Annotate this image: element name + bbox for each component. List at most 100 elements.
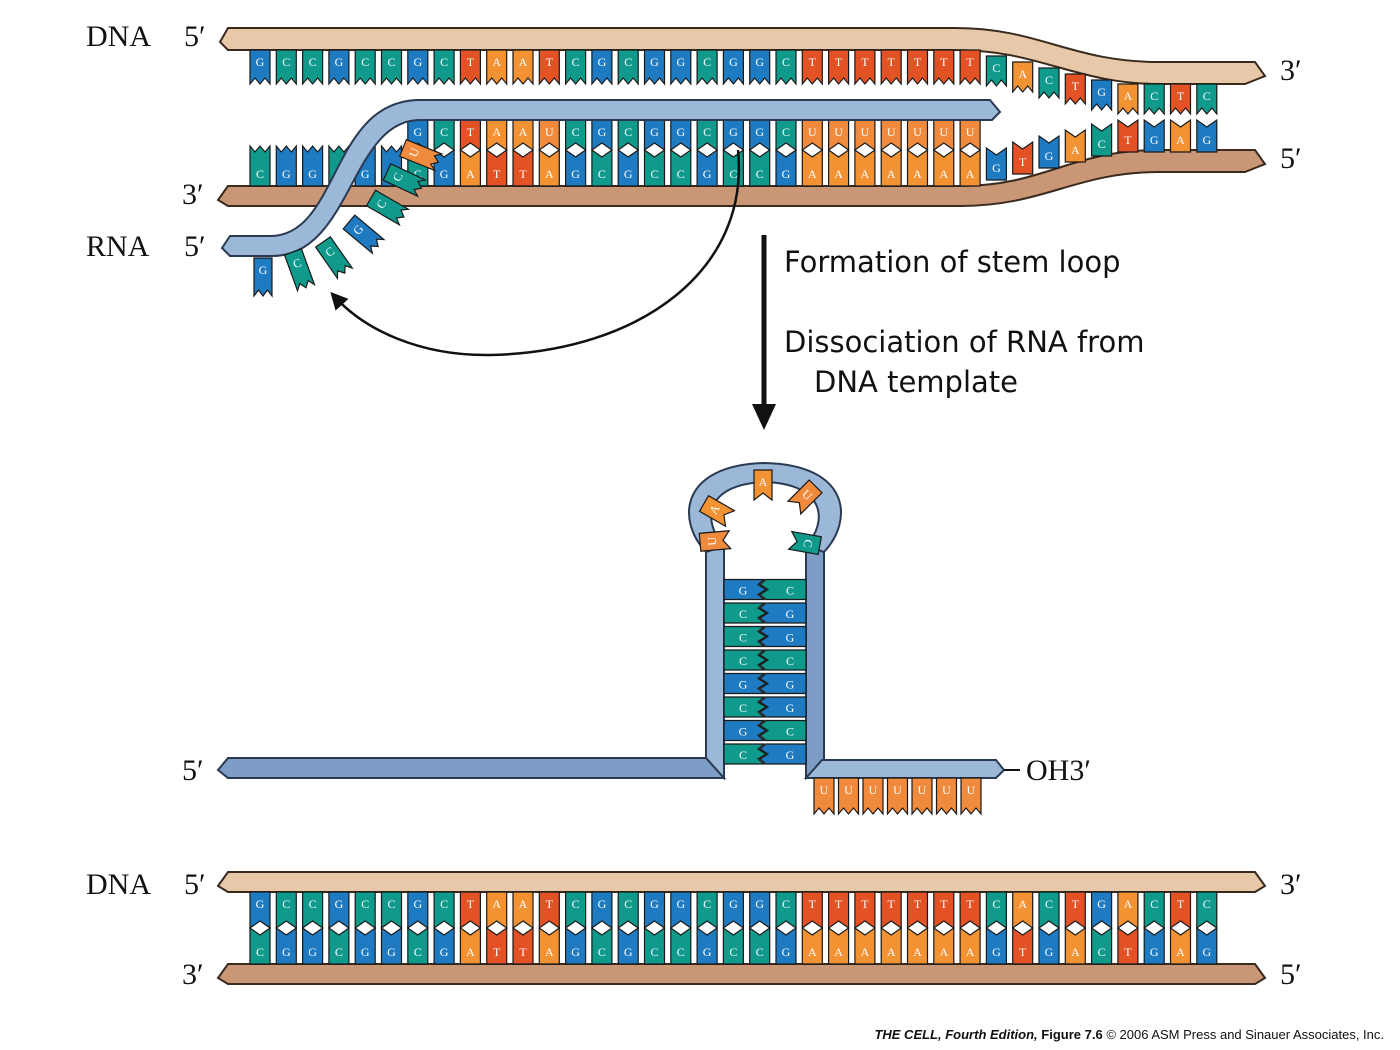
restored-top-base: C (696, 891, 718, 930)
base-letter: A (492, 125, 501, 139)
base-letter: T (835, 55, 843, 69)
base-letter: G (413, 897, 422, 911)
base-letter: C (992, 897, 1000, 911)
dna-bottom-base: C (749, 148, 771, 187)
base-letter: C (440, 897, 448, 911)
label-dna-top-3prime: 3′ (1280, 54, 1302, 87)
restored-top-base: C (775, 891, 797, 930)
base-letter: U (808, 125, 817, 139)
base-letter: C (782, 125, 790, 139)
base-letter: U (942, 783, 951, 797)
base-letter: T (914, 897, 922, 911)
base-letter: G (413, 55, 422, 69)
base-letter: C (256, 167, 264, 181)
base-letter: G (676, 125, 685, 139)
restored-top-base: T (828, 891, 850, 930)
dna-template-top-strand (218, 27, 1267, 85)
restored-top-base: C (433, 891, 455, 930)
base-letter: G (1045, 149, 1054, 163)
hairpin-loop-base: A (698, 494, 736, 528)
restored-top-base: C (380, 891, 403, 930)
dna-top-base: C (775, 49, 797, 86)
step-dissociation-line2: DNA template (814, 365, 1018, 399)
dna-top-base: C (302, 49, 324, 86)
base-letter: G (650, 55, 659, 69)
restored-bottom-base: G (985, 926, 1007, 965)
rna-displaced-base: C (382, 163, 428, 198)
restored-top-base: C (354, 891, 376, 930)
base-letter: G (571, 945, 580, 959)
base-letter: G (624, 945, 633, 959)
rna-transcript-strand (220, 99, 1002, 257)
base-letter: A (759, 475, 768, 489)
restored-bottom-base: T (486, 926, 508, 965)
dna-bottom-base: T (1012, 140, 1034, 175)
label-dna-top-5prime: 5′ (184, 20, 206, 53)
restored-top-base: A (512, 891, 534, 930)
rna-hybrid-base: G (749, 119, 771, 152)
base-letter: C (282, 55, 290, 69)
restored-top-base: T (959, 891, 981, 930)
restored-bottom-base: A (828, 926, 850, 965)
base-letter: C (739, 631, 747, 645)
base-letter: T (1072, 897, 1080, 911)
rna-hybrid-base: U (959, 119, 981, 152)
dna-bottom-base: G (617, 148, 639, 187)
dna-top-base: A (1012, 61, 1034, 94)
base-letter: T (888, 55, 896, 69)
restored-top-base: T (906, 891, 929, 930)
base-letter: G (729, 125, 738, 139)
restored-bottom-base: A (459, 926, 481, 965)
base-letter: C (414, 945, 422, 959)
dna-bottom-base: A (459, 148, 481, 187)
base-letter: C (703, 897, 711, 911)
base-letter: G (755, 897, 764, 911)
restored-dna-bottom-strand (216, 963, 1267, 985)
dna-bottom-base: A (828, 148, 850, 187)
restored-top-base: T (801, 891, 823, 930)
base-letter: G (992, 161, 1001, 175)
base-letter: G (335, 897, 344, 911)
base-letter: C (335, 945, 343, 959)
rna-hybrid-base: C (696, 119, 718, 152)
restored-bottom-base: A (1169, 926, 1192, 965)
dna-bottom-base: A (1064, 128, 1086, 163)
base-letter: G (676, 55, 685, 69)
base-letter: A (861, 945, 870, 959)
base-letter: G (755, 55, 764, 69)
restored-bottom-base: C (670, 926, 692, 965)
base-letter: G (308, 167, 317, 181)
restored-top-base: C (275, 891, 297, 930)
base-letter: G (703, 167, 712, 181)
base-letter: G (1202, 945, 1211, 959)
base-letter: G (1097, 85, 1106, 99)
base-letter: T (1177, 89, 1185, 103)
base-letter: G (755, 125, 764, 139)
label-rna: RNA (86, 230, 150, 263)
stem-loop-curve-arrow (330, 149, 741, 357)
base-letter: G (256, 55, 265, 69)
dna-bottom-base: C (591, 148, 613, 187)
rna-displaced-base: G (342, 214, 386, 255)
base-letter: G (282, 167, 291, 181)
restored-top-base: C (1038, 891, 1060, 930)
poly-u-base: U (813, 777, 835, 816)
dna-top-base: T (538, 49, 560, 86)
base-letter: A (519, 897, 528, 911)
rna-displaced-base: C (365, 189, 411, 227)
dna-bottom-base: A (801, 148, 823, 187)
base-letter: G (782, 167, 791, 181)
dna-top-base: G (249, 49, 271, 86)
base-letter: C (572, 55, 580, 69)
base-letter: T (809, 897, 817, 911)
restored-top-base: G (249, 891, 271, 930)
label-restored-dna: DNA (86, 868, 151, 901)
base-letter: G (992, 945, 1001, 959)
base-letter: G (259, 263, 268, 277)
dna-top-base: C (696, 49, 718, 86)
dna-template-bottom-strand (216, 149, 1267, 207)
base-letter: T (467, 55, 475, 69)
